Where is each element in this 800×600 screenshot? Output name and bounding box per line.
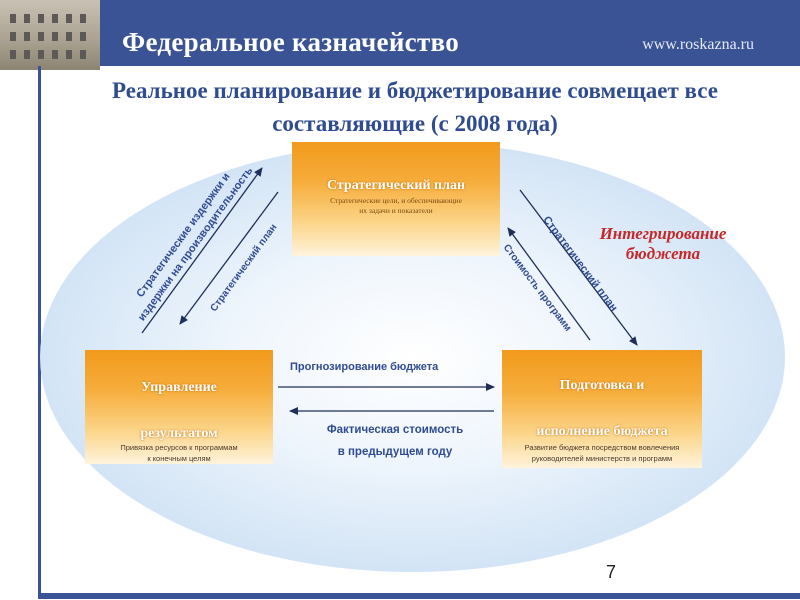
- website-link[interactable]: www.roskazna.ru: [642, 36, 754, 53]
- arrow-right-inner: [507, 227, 591, 341]
- arrow-left-outer: [141, 167, 263, 334]
- frame-bottom-border: [38, 593, 800, 599]
- strategic-plan-subtitle-2: их задачи и показатели: [359, 206, 433, 215]
- bottom-forward-edge-label: Прогнозирование бюджета: [290, 361, 439, 373]
- budget-title-2: исполнение бюджета: [536, 424, 668, 439]
- arrow-right-outer: [519, 189, 638, 346]
- results-subtitle-1: Привязка ресурсов к программам: [120, 443, 238, 452]
- bottom-back-label-2: в предыдущем году: [337, 446, 453, 458]
- slide-headline: Реальное планирование и бюджетирование с…: [40, 74, 790, 140]
- bottom-back-label-1: Фактическая стоимость: [326, 424, 464, 436]
- header-bar: Федеральное казначейство www.roskazna.ru: [0, 0, 800, 70]
- bottom-back-edge-label: Фактическая стоимость в предыдущем году: [300, 419, 490, 463]
- budget-integration-label: Интегрирование бюджета: [582, 224, 744, 264]
- budget-subtitle-1: Развитие бюджета посредством вовлечения: [524, 443, 680, 452]
- results-management-box: Управление результатом Привязка ресурсов…: [85, 350, 273, 464]
- strategic-plan-title: Стратегический план: [326, 178, 466, 193]
- integration-label-2: бюджета: [625, 244, 701, 263]
- budget-preparation-box: Подготовка и исполнение бюджета Развитие…: [502, 350, 702, 468]
- strategic-plan-box: Стратегический план Стратегические цели,…: [292, 142, 500, 256]
- headline-line-1: Реальное планирование и бюджетирование с…: [112, 78, 718, 103]
- page-number: 7: [606, 562, 617, 582]
- integration-label-1: Интегрирование: [599, 224, 727, 243]
- headline-line-2: составляющие (с 2008 года): [272, 111, 558, 136]
- frame-left-border: [38, 66, 41, 594]
- budget-title-1: Подготовка и: [559, 378, 645, 393]
- organization-title: Федеральное казначейство: [122, 27, 460, 57]
- budget-subtitle-2: руководителей министерств и программ: [531, 454, 673, 463]
- strategic-plan-subtitle-1: Стратегические цели, и обеспечивающие: [330, 196, 462, 205]
- arrow-left-inner: [179, 191, 279, 325]
- results-subtitle-2: к конечным целям: [147, 454, 211, 463]
- results-title-2: результатом: [140, 426, 218, 441]
- results-title-1: Управление: [141, 380, 217, 395]
- building-photo: [0, 0, 100, 70]
